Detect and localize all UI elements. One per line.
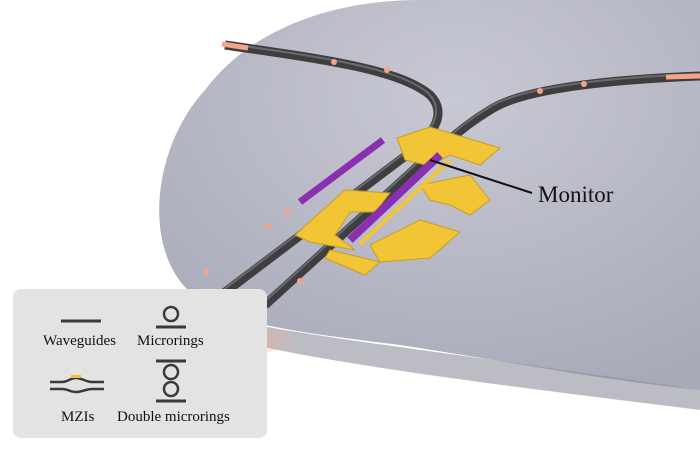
- legend-label-microrings: Microrings: [137, 333, 204, 349]
- monitor-pointer: [429, 159, 533, 194]
- legend-panel: Waveguides Microrings MZIs Double micror…: [13, 289, 267, 438]
- monitor-label: Monitor: [538, 182, 614, 207]
- mzi-icon: [50, 375, 104, 394]
- microring-icon: [156, 305, 186, 329]
- chip-edge-shadow: [210, 320, 700, 410]
- electrode-top: [396, 126, 502, 216]
- legend-label-waveguides: Waveguides: [43, 333, 116, 349]
- electrode-bottom: [294, 189, 462, 276]
- legend-label-double-microrings: Double microrings: [117, 409, 230, 425]
- waveguide-icon: [61, 319, 101, 323]
- legend-label-mzis: MZIs: [61, 409, 95, 425]
- double-microring-icon: [156, 359, 186, 403]
- heater-left: [297, 137, 386, 205]
- heater-center: [347, 152, 443, 243]
